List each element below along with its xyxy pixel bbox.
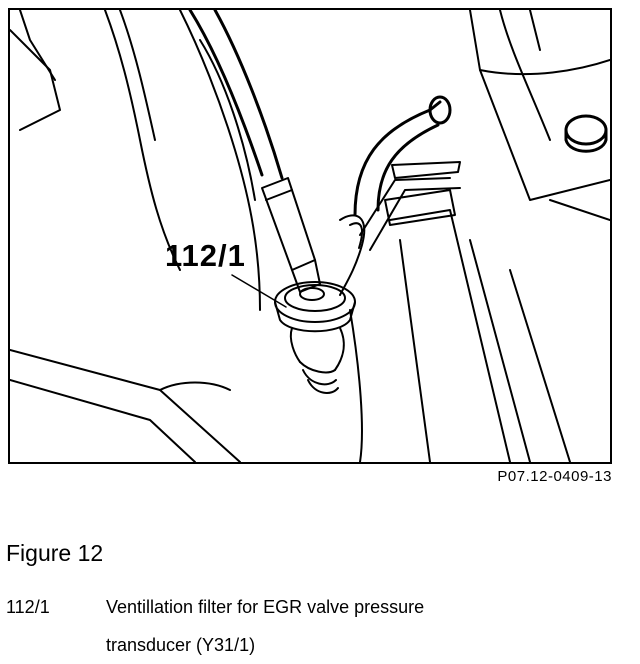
figure-title: Figure 12: [6, 540, 104, 566]
legend-item-description: Ventillation filter for EGR valve pressu…: [106, 588, 626, 664]
callout-label-112-1: 112/1: [165, 238, 246, 273]
legend-description-line: Ventillation filter for EGR valve pressu…: [106, 597, 425, 617]
figure-reference-code: P07.12-0409-13: [497, 468, 612, 485]
legend-item-key: 112/1: [6, 597, 50, 617]
engine-line-drawing: [10, 10, 610, 462]
engine-illustration-frame: 112/1: [8, 8, 612, 464]
legend-description-line: transducer (Y31/1): [106, 635, 256, 655]
